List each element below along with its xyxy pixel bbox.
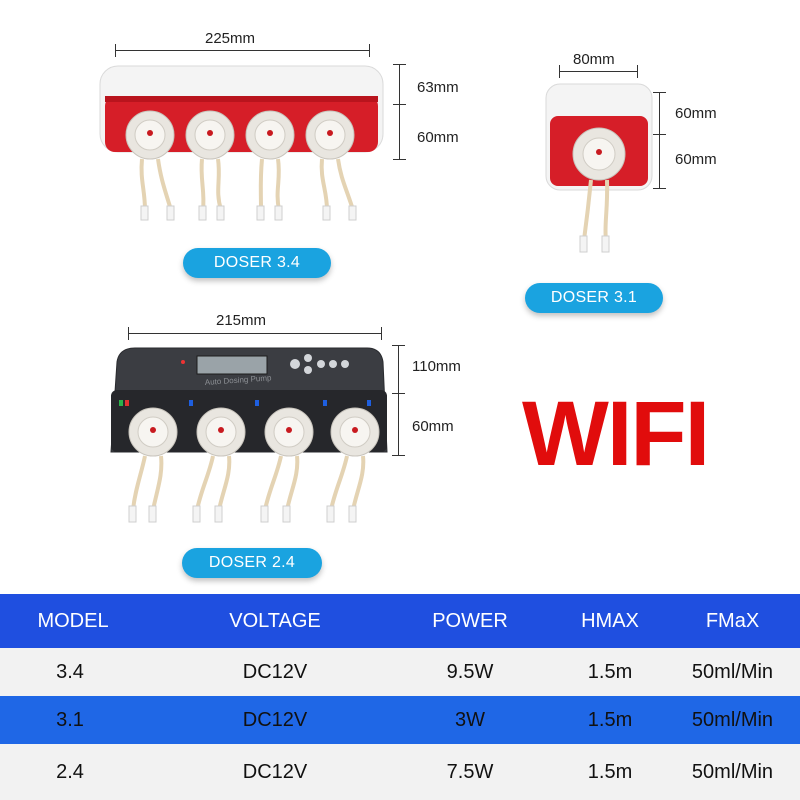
doser-3-1-height-top-label: 60mm — [675, 105, 717, 122]
doser-3-4-height-bottom-label: 60mm — [417, 129, 459, 146]
cell-fmax: 50ml/Min — [691, 760, 774, 783]
dimension-tick — [653, 134, 666, 135]
dimension-tick — [369, 44, 370, 57]
wifi-title: WIFI — [522, 383, 710, 485]
doser-2-4-height-bottom-label: 60mm — [412, 418, 454, 435]
cell-power: 9.5W — [446, 660, 494, 683]
dimension-tick — [392, 393, 405, 394]
height-dimension-line — [659, 92, 660, 189]
doser-2-4-height-top-label: 110mm — [412, 358, 461, 375]
doser-3-1-height-bottom-label: 60mm — [675, 151, 717, 168]
cell-voltage: DC12V — [242, 660, 308, 683]
width-dimension-line — [559, 71, 638, 72]
dimension-tick — [393, 104, 406, 105]
height-dimension-line — [399, 64, 400, 160]
doser-3-4-pump-image — [99, 65, 384, 221]
dimension-tick — [392, 345, 405, 346]
height-dimension-line — [398, 345, 399, 456]
cell-hmax: 1.5m — [587, 708, 633, 731]
doser-3-1-badge: DOSER 3.1 — [525, 283, 663, 313]
doser-2-4-pump-image: Auto Dosing Pump — [110, 347, 388, 523]
cell-fmax: 50ml/Min — [691, 660, 774, 683]
doser-2-4-width-label: 215mm — [216, 312, 267, 329]
cell-hmax: 1.5m — [587, 760, 633, 783]
doser-2-4-badge: DOSER 2.4 — [182, 548, 322, 578]
doser-3-4-badge: DOSER 3.4 — [183, 248, 331, 278]
spec-table: MODEL VOLTAGE POWER HMAX FMaX 3.4 DC12V … — [0, 594, 800, 800]
header-voltage: VOLTAGE — [229, 609, 321, 632]
dimension-tick — [653, 188, 666, 189]
dimension-tick — [381, 327, 382, 340]
width-dimension-line — [128, 333, 382, 334]
doser-3-1-width-label: 80mm — [573, 51, 615, 68]
cell-model: 3.1 — [56, 708, 84, 731]
dimension-tick — [559, 65, 560, 78]
dimension-tick — [128, 327, 129, 340]
dimension-tick — [115, 44, 116, 57]
doser-3-1-pump-image — [545, 83, 653, 253]
table-header-row: MODEL VOLTAGE POWER HMAX FMaX — [0, 594, 800, 648]
cell-power: 7.5W — [446, 760, 494, 783]
cell-fmax: 50ml/Min — [691, 708, 774, 731]
table-row: 3.4 DC12V 9.5W 1.5m 50ml/Min — [0, 648, 800, 696]
doser-3-4-height-top-label: 63mm — [417, 79, 459, 96]
dimension-tick — [637, 65, 638, 78]
doser-3-4-width-label: 225mm — [205, 30, 256, 47]
cell-power: 3W — [455, 708, 485, 731]
dimension-tick — [653, 92, 666, 93]
cell-voltage: DC12V — [242, 760, 308, 783]
table-row: 3.1 DC12V 3W 1.5m 50ml/Min — [0, 696, 800, 744]
dimension-tick — [393, 64, 406, 65]
cell-voltage: DC12V — [242, 708, 308, 731]
cell-model: 2.4 — [56, 760, 84, 783]
cell-hmax: 1.5m — [587, 660, 633, 683]
cell-model: 3.4 — [56, 660, 84, 683]
header-fmax: FMaX — [705, 609, 760, 632]
dimension-tick — [393, 159, 406, 160]
dimension-tick — [392, 455, 405, 456]
width-dimension-line — [115, 50, 370, 51]
header-model: MODEL — [37, 609, 109, 632]
table-row: 2.4 DC12V 7.5W 1.5m 50ml/Min — [0, 744, 800, 800]
header-power: POWER — [432, 609, 508, 632]
header-hmax: HMAX — [581, 609, 639, 632]
